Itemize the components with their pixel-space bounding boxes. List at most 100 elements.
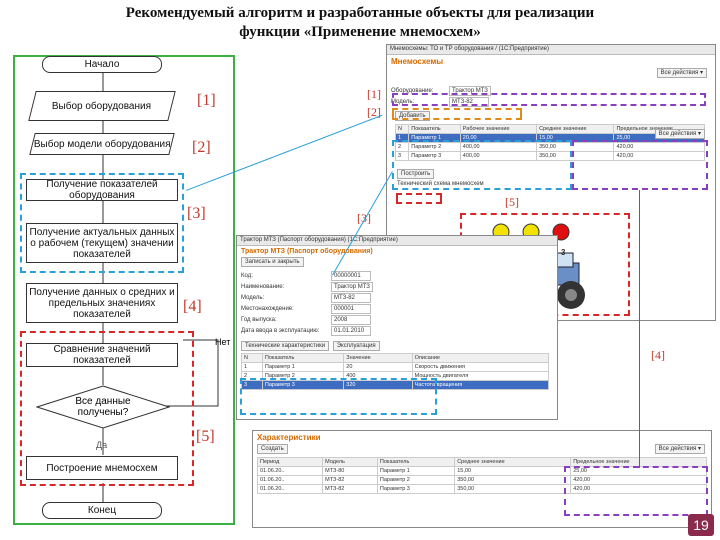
tag-1-small: [1] [367,87,381,101]
mnemo-all-actions-2[interactable]: Все действия ▾ [654,129,705,139]
char-grid-header-1: Модель [322,457,378,467]
highlight-compare-box [20,331,194,486]
build-button[interactable]: Построить [397,169,435,179]
char-grid-cell: МТЗ-82 [322,484,378,494]
save-close-button[interactable]: Записать и закрыть [241,257,304,267]
model-field[interactable]: МТЗ-82 [449,97,489,107]
tag-5: [5] [196,428,215,445]
flow-end: Конец [42,502,162,519]
flow-compare: Сравнение значений показателей [26,343,178,367]
scheme-label: Технический схема мнемосхем [397,181,484,187]
tag-5-small: [5] [505,195,519,209]
tractor-field-value[interactable]: 000001 [331,304,371,314]
tractor-field-row: Наименование: Трактор МТЗ [241,282,553,292]
flow-build: Построение мнемосхем [26,456,178,480]
tractor-tabs: Технические характеристики Эксплуатация [237,337,557,353]
mnemo-grid-header-2: Рабочее значение [459,124,538,134]
tractor-field-label: Год выпуска: [241,317,277,323]
mnemo-window-titlebar: Мнемосхемы: ТО и ТР оборудования / (1С:П… [387,45,715,55]
highlight-model [392,108,522,120]
tractor-field-row: Местонахождение: 000001 [241,304,553,314]
mnemo-window-title: Мнемосхемы [391,57,444,66]
tractor-field-label: Местонахождение: [241,306,294,312]
highlight-indicators-box [20,173,184,273]
tag-2: [2] [192,139,211,156]
tractor-field-label: Модель: [241,295,265,301]
tractor-grid-cell: 20 [343,362,413,372]
char-grid-cell: МТЗ-80 [322,466,378,476]
mnemo-all-actions[interactable]: Все действия ▾ [656,68,707,78]
equip-label: Оборудование: [391,88,434,94]
flow-get-indicators: Получение показателей оборудования [26,179,178,201]
tab-exploitation[interactable]: Эксплуатация [332,341,380,351]
tractor-field-value[interactable]: 00000001 [331,271,371,281]
highlight-equipment [392,93,706,106]
connector-line-3 [639,190,640,468]
char-all-actions[interactable]: Все действия ▾ [654,444,705,454]
char-window-title: Характеристики [257,433,321,442]
mnemo-grid-header-3: Среднее значение [536,124,615,134]
flow-start: Начало [42,56,162,73]
tractor-window: Трактор МТЗ (Паспорт оборудования) (1С:П… [236,235,558,420]
flow-select-model: Выбор модели оборудования [29,133,175,155]
tag-4: [4] [183,298,202,315]
flow-get-average: Получение данных о средних и предельных … [26,283,178,323]
tag-1: [1] [197,92,216,109]
highlight-build-button [396,193,442,204]
add-button[interactable]: Добавить [395,111,430,121]
flow-select-equipment: Выбор оборудования [28,91,176,121]
equip-field[interactable]: Трактор МТЗ [449,86,491,96]
flow-no-label: Нет [215,337,231,347]
tractor-field-row: Год выпуска: 2008 [241,315,553,325]
tractor-field-label: Наименование: [241,284,285,290]
tab-tech-characteristics[interactable]: Технические характеристики [241,341,330,351]
highlight-char-limits [564,466,708,516]
page-number: 19 [688,514,714,536]
highlight-tractor-grid [240,378,437,415]
flow-decision-label: Все данные получены? [75,396,131,418]
tractor-window-title: Трактор МТЗ (Паспорт оборудования) [241,248,373,255]
tractor-grid-header-2: Значение [343,353,413,363]
char-grid-cell: Параметр 1 [376,466,456,476]
flow-get-current: Получение актуальных данных о рабочем (т… [26,223,178,263]
tag-4-small: [4] [651,348,665,362]
tractor-field-value[interactable]: Трактор МТЗ [331,282,373,292]
char-grid-cell: Параметр 3 [376,484,456,494]
tractor-grid-header-1: Показатель [261,353,345,363]
char-grid-header-2: Показатель [376,457,456,467]
create-button[interactable]: Создать [257,444,288,454]
tractor-field-value[interactable]: МТЗ-82 [331,293,371,303]
tractor-grid-cell: 320 [343,380,413,390]
tag-3: [3] [187,205,206,222]
char-grid-header-0: Период [256,457,324,467]
tractor-field-value[interactable]: 01.01.2010 [331,326,371,336]
char-grid-cell: 01.06.20.. [256,475,324,485]
char-grid-cell: 15,00 [454,466,572,476]
char-grid-cell: 350,00 [454,475,572,485]
highlight-grid-current [392,140,572,190]
tractor-field-label: Код: [241,273,253,279]
tractor-field-row: Дата ввода в эксплуатацию: 01.01.2010 [241,326,553,336]
tractor-field-label: Дата ввода в эксплуатацию: [241,328,320,334]
mnemo-grid-cell: 3 [394,151,410,161]
flow-yes-label: Да [96,440,108,450]
flowchart-connectors [102,73,219,503]
tractor-grid-cell: Параметр 1 [261,362,345,372]
highlight-grid-limits [572,140,708,190]
tractor-grid-cell: Частота вращения [411,380,550,390]
tractor-grid-header-3: Описание [411,353,550,363]
characteristics-window: Характеристики Создать Все действия ▾ Пе… [252,430,712,528]
flow-select-model-label: Выбор модели оборудования [33,138,171,150]
model-label: Модель: [391,99,415,105]
tractor-field-value[interactable]: 2008 [331,315,371,325]
tractor-window-titlebar: Трактор МТЗ (Паспорт оборудования) (1С:П… [237,236,557,246]
char-grid-header-3: Среднее значение [454,457,572,467]
diagram-num-3: 3 [561,248,566,257]
